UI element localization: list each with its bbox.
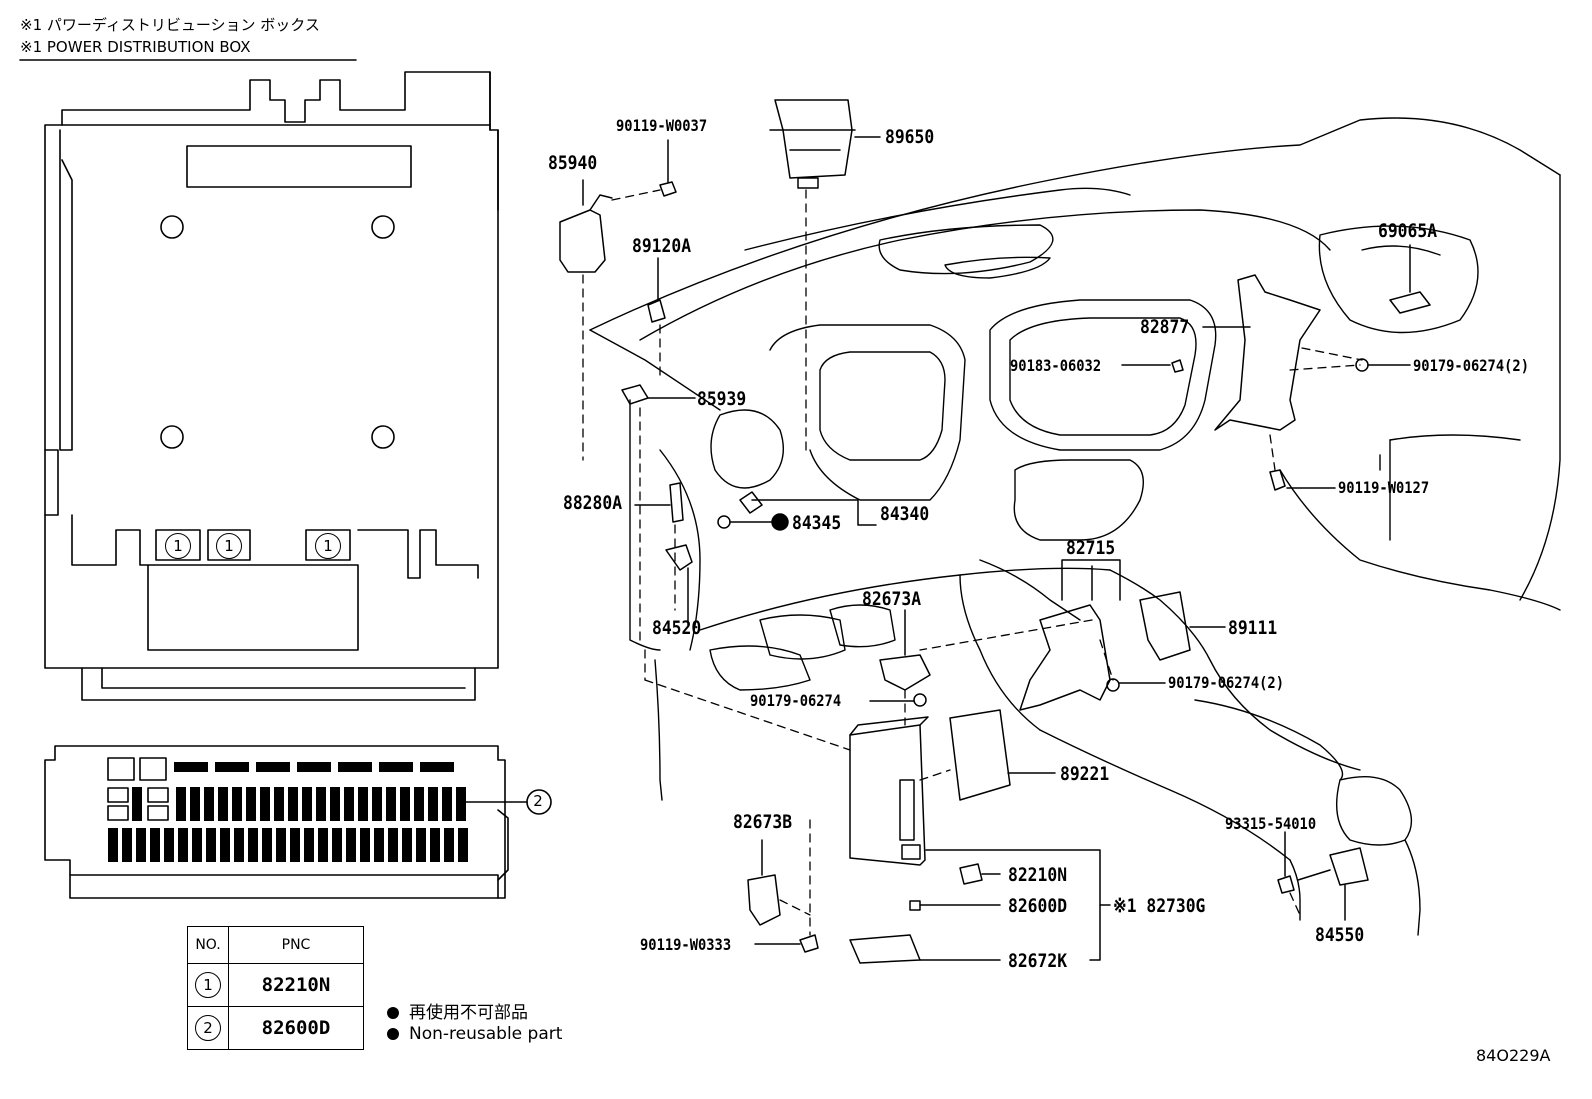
pnc-table: NO. PNC 1 82210N 2 82600D [187, 926, 364, 1050]
non-reusable-dot-icon [387, 1007, 399, 1019]
box-marker-2: 2 [533, 792, 543, 810]
row-pnc: 82600D [228, 1006, 364, 1050]
part-label-69065a[interactable]: 69065A [1378, 220, 1438, 242]
part-label-82877[interactable]: 82877 [1140, 316, 1190, 338]
legend-jp: 再使用不可部品 [387, 998, 528, 1023]
header-jp: ※1 パワーディストリビューション ボックス [20, 16, 320, 34]
part-label-90183-06032[interactable]: 90183-06032 [1010, 356, 1102, 375]
part-label-82715[interactable]: 82715 [1066, 537, 1116, 559]
part-label-82600d[interactable]: 82600D [1008, 895, 1068, 917]
part-label-90119-w0127[interactable]: 90119-W0127 [1338, 478, 1430, 497]
col-header-no: NO. [187, 926, 229, 964]
row-no: 1 [195, 972, 221, 998]
part-label-84550[interactable]: 84550 [1315, 924, 1365, 946]
part-label-90179-06274-2-lower[interactable]: 90179-06274(2) [1168, 673, 1284, 692]
non-reusable-dot-icon [387, 1028, 399, 1040]
part-label-84520[interactable]: 84520 [652, 617, 702, 639]
distribution-box-top-view [44, 71, 499, 701]
part-label-88280a[interactable]: 88280A [563, 492, 623, 514]
part-label-90119-w0333[interactable]: 90119-W0333 [640, 935, 732, 954]
part-label-90179-06274[interactable]: 90179-06274 [750, 691, 842, 710]
part-label-85940[interactable]: 85940 [548, 152, 598, 174]
dashboard-outline [589, 117, 1561, 936]
pnc-table-header: NO. PNC [187, 926, 364, 964]
assembly-lines [582, 189, 1363, 936]
part-label-89111[interactable]: 89111 [1228, 617, 1278, 639]
part-label-82672k[interactable]: 82672K [1008, 950, 1068, 972]
legend-en-text: Non-reusable part [409, 1024, 563, 1044]
part-label-82673a[interactable]: 82673A [862, 588, 922, 610]
part-label-93315-54010[interactable]: 93315-54010 [1225, 814, 1317, 833]
row-no: 2 [195, 1015, 221, 1041]
part-label-90119-w0037[interactable]: 90119-W0037 [616, 116, 708, 135]
distribution-box-side-view [44, 745, 552, 899]
header-en: ※1 POWER DISTRIBUTION BOX [20, 38, 251, 56]
part-label-89650[interactable]: 89650 [885, 126, 935, 148]
box-marker-1a: 1 [165, 533, 191, 559]
table-row: 1 82210N [187, 963, 364, 1007]
box-marker-1b: 1 [216, 533, 242, 559]
row-pnc: 82210N [228, 963, 364, 1007]
part-label-84340[interactable]: 84340 [880, 503, 930, 525]
part-label-82730g[interactable]: ※1 82730G [1113, 895, 1206, 917]
table-row: 2 82600D [187, 1006, 364, 1050]
diagram-code: 84O229A [1476, 1046, 1551, 1065]
part-label-82210n[interactable]: 82210N [1008, 864, 1068, 886]
part-label-82673b[interactable]: 82673B [733, 811, 793, 833]
part-label-89120a[interactable]: 89120A [632, 235, 692, 257]
part-label-90179-06274-2-upper[interactable]: 90179-06274(2) [1413, 356, 1529, 375]
legend-en: Non-reusable part [387, 1024, 562, 1044]
part-label-85939[interactable]: 85939 [697, 388, 747, 410]
part-label-89221[interactable]: 89221 [1060, 763, 1110, 785]
fuse-blocks [108, 762, 468, 862]
part-shapes [559, 99, 1431, 964]
legend-jp-text: 再使用不可部品 [409, 1003, 528, 1023]
part-label-84345[interactable]: 84345 [792, 512, 842, 534]
col-header-pnc: PNC [228, 926, 364, 964]
box-marker-1c: 1 [315, 533, 341, 559]
